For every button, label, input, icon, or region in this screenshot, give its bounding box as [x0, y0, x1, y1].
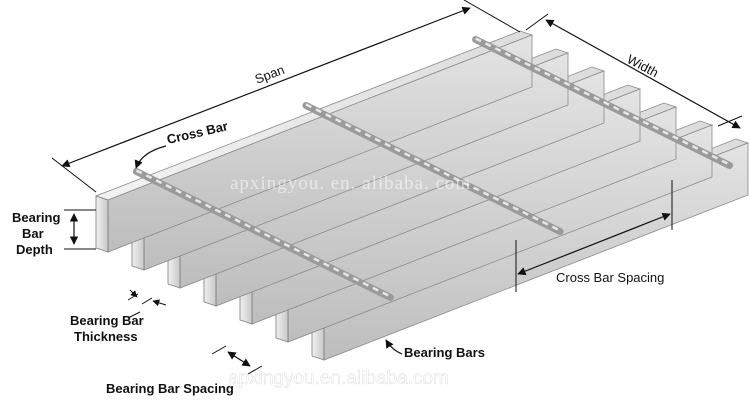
bearing-bars-callout: Bearing Bars [385, 339, 485, 360]
bearing-bar-thickness-line2: Thickness [74, 329, 138, 344]
width-label: Width [625, 51, 661, 80]
watermark-bottom: apxingyou.en.alibaba.com [228, 368, 449, 389]
cross-bar-spacing-label: Cross Bar Spacing [556, 270, 664, 285]
bearing-bar-spacing-label: Bearing Bar Spacing [106, 381, 234, 396]
bearing-bar-depth-callout: Bearing Bar Depth [12, 209, 96, 257]
bearing-bars [94, 30, 750, 361]
bearing-bar-spacing-callout: Bearing Bar Spacing [106, 345, 263, 396]
bearing-bar-thickness-callout: Bearing Bar Thickness [70, 289, 167, 344]
watermark-center: apxingyou. en. alibaba. com [230, 173, 471, 194]
bearing-bar-thickness-line1: Bearing Bar [70, 313, 144, 328]
bearing-bars-label: Bearing Bars [404, 345, 485, 360]
bearing-bar-depth-line2: Bar [22, 226, 44, 241]
span-label: Span [253, 62, 287, 87]
bearing-bar-depth-line3: Depth [16, 242, 53, 257]
cross-bar [132, 168, 394, 301]
bearing-bar-depth-line1: Bearing [12, 210, 60, 225]
cross-bar-spacing-callout: Cross Bar Spacing [515, 180, 673, 292]
